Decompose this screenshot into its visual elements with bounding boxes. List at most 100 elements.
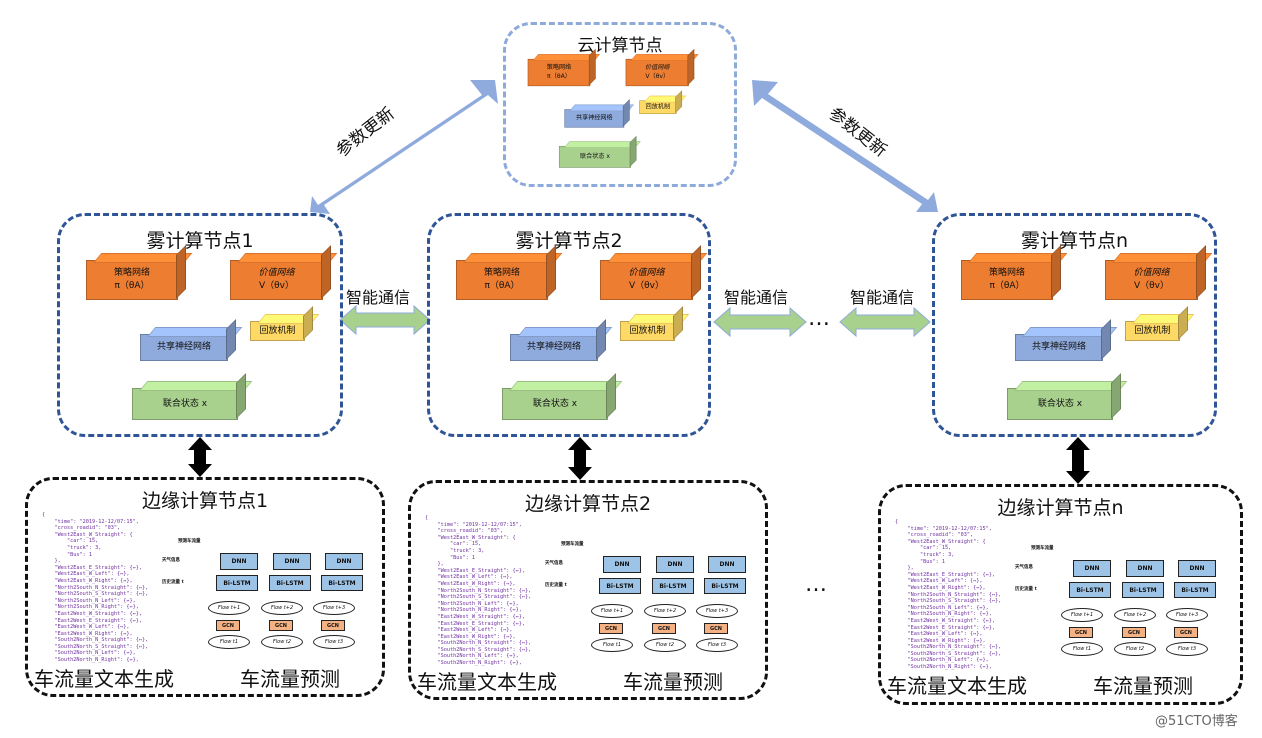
bilstm-block: Bi-LSTM [1174, 582, 1216, 598]
policy-param: π（θA） [484, 281, 520, 291]
shared-network-block: 共享神经网络 [140, 334, 228, 361]
code-line: "truck": 3, [895, 551, 955, 558]
text-generation-label: 车流量文本生成 [34, 667, 174, 691]
comm-arrow-2 [713, 306, 807, 338]
code-line: "East2West_W_Straight": {↔}, [895, 617, 995, 624]
code-line: "West2East_E_Straight": {↔}, [42, 564, 142, 571]
code-line: "West2East_E_Straight": {↔}, [425, 567, 525, 574]
gcn-block: GCN [269, 620, 293, 631]
code-line: "North2South_N_Right": {↔}, [895, 611, 992, 618]
diagram-label-predicted: 预测车流量 [1031, 546, 1054, 551]
policy-network-block: 策略网络 π（θA） [456, 260, 548, 300]
code-line: "time": "2019-12-12/07:15", [42, 518, 139, 525]
joint-state-block: 联合状态 x [1007, 388, 1113, 420]
code-line: "car": 15, [425, 541, 482, 548]
code-line: "North2South_N_Left": {↔}, [895, 604, 989, 611]
value-label: 价值网络 [628, 268, 665, 278]
dnn-block: DNN [325, 553, 363, 570]
code-line: "East2West_E_Straight": {↔}, [42, 617, 142, 624]
comm-arrow-1 [339, 304, 431, 336]
replay-block: 回放机制 [250, 321, 305, 341]
code-line: "cross_roadid": "03", [425, 528, 504, 535]
policy-label: 策略网络 [546, 64, 572, 72]
shared-network-block: 共享神经网络 [564, 109, 625, 128]
code-line: "North2South_N_Left": {↔}, [425, 600, 519, 607]
code-line: }, [425, 561, 444, 568]
code-line: "South2North_N_Left": {↔}, [425, 653, 519, 660]
joint-state-block: 联合状态 x [558, 145, 632, 168]
code-line: "Bus": 1 [895, 558, 945, 565]
param-update-arrow-left [310, 80, 498, 214]
code-line: "South2North_N_Straight": {↔}, [425, 640, 532, 647]
code-line: "West2East_W_Straight": { [425, 534, 516, 541]
code-line: "East2West_W_Straight": {↔}, [425, 613, 525, 620]
fog-title: 雾计算节点n [1020, 230, 1129, 252]
edge-content: { "time": "2019-12-12/07:15", "cross_roa… [411, 483, 746, 707]
code-line: { [425, 515, 429, 521]
code-line: "cross_roadid": "03", [895, 532, 974, 539]
code-line: "North2South_N_Right": {↔}, [425, 607, 522, 614]
gcn-block: GCN [216, 620, 240, 631]
code-line: "North2South_S_Straight": {↔}, [42, 591, 149, 598]
code-line: }, [895, 565, 914, 572]
dnn-block: DNN [220, 553, 258, 570]
code-line: "East2West_W_Straight": {↔}, [42, 610, 142, 617]
code-line: "North2South_N_Right": {↔}, [42, 604, 139, 611]
code-line: "South2North_S_Straight": {↔}, [42, 643, 149, 650]
bilstm-block: Bi-LSTM [216, 575, 258, 591]
replay-block: 回放机制 [639, 100, 677, 114]
flow-output-ellipse: Flow t+1 [591, 604, 633, 618]
diagram-label-predicted: 预测车流量 [178, 539, 201, 544]
value-label: 价值网络 [1133, 268, 1170, 278]
code-line: "North2South_N_Straight": {↔}, [425, 587, 532, 594]
fog-title: 雾计算节点1 [146, 230, 254, 252]
code-line: "car": 15, [42, 538, 99, 545]
code-line: "East2West_E_Straight": {↔}, [425, 620, 525, 627]
fog-ellipsis: … [808, 306, 830, 331]
fog-edge-arrow-n [1066, 437, 1090, 484]
shared-network-block: 共享神经网络 [1015, 334, 1103, 361]
code-line: "South2North_N_Right": {↔}, [42, 657, 139, 664]
code-line: "North2South_N_Left": {↔}, [42, 597, 136, 604]
shared-network-block: 共享神经网络 [510, 334, 598, 361]
traffic-prediction-label: 车流量预测 [240, 667, 340, 691]
flow-output-ellipse: Flow t+2 [644, 604, 686, 618]
bilstm-block: Bi-LSTM [599, 578, 641, 594]
value-param: V（θv） [1134, 281, 1169, 291]
code-line: { [895, 519, 899, 525]
bilstm-block: Bi-LSTM [1122, 582, 1164, 598]
dnn-block: DNN [1073, 560, 1111, 577]
diagram-label-weather: 天气信息 [162, 558, 180, 563]
dnn-block: DNN [708, 556, 746, 573]
comm-label-2: 智能通信 [724, 288, 789, 307]
code-line: "car": 15, [895, 545, 952, 552]
diagram-label-weather: 天气信息 [1015, 565, 1033, 570]
dnn-block: DNN [1178, 560, 1216, 577]
gcn-block: GCN [321, 620, 345, 631]
policy-label: 策略网络 [483, 268, 520, 278]
edge-title: 边缘计算节点2 [524, 493, 652, 515]
watermark: @51CTO博客 [1155, 714, 1238, 729]
code-line: "truck": 3, [42, 544, 102, 551]
flow-output-ellipse: Flow t+3 [696, 604, 738, 618]
edge-content: { "time": "2019-12-12/07:15", "cross_roa… [881, 487, 1216, 711]
traffic-json-text: { "time": "2019-12-12/07:15", "cross_roa… [42, 512, 148, 664]
code-line: "West2East_W_Straight": { [42, 531, 133, 538]
code-line: "South2North_N_Left": {↔}, [42, 650, 136, 657]
code-line: "cross_roadid": "03", [42, 525, 121, 532]
flow-input-ellipse: Flow t1 [208, 635, 250, 649]
flow-input-ellipse: Flow t2 [644, 638, 686, 652]
bilstm-block: Bi-LSTM [321, 575, 363, 591]
code-line: { [42, 512, 46, 518]
flow-output-ellipse: Flow t+2 [261, 601, 303, 615]
flow-output-ellipse: Flow t+3 [313, 601, 355, 615]
code-line: "North2South_S_Straight": {↔}, [425, 594, 532, 601]
value-label: 价值网络 [258, 268, 295, 278]
flow-output-ellipse: Flow t+1 [208, 601, 250, 615]
code-line: "South2North_S_Straight": {↔}, [425, 646, 532, 653]
